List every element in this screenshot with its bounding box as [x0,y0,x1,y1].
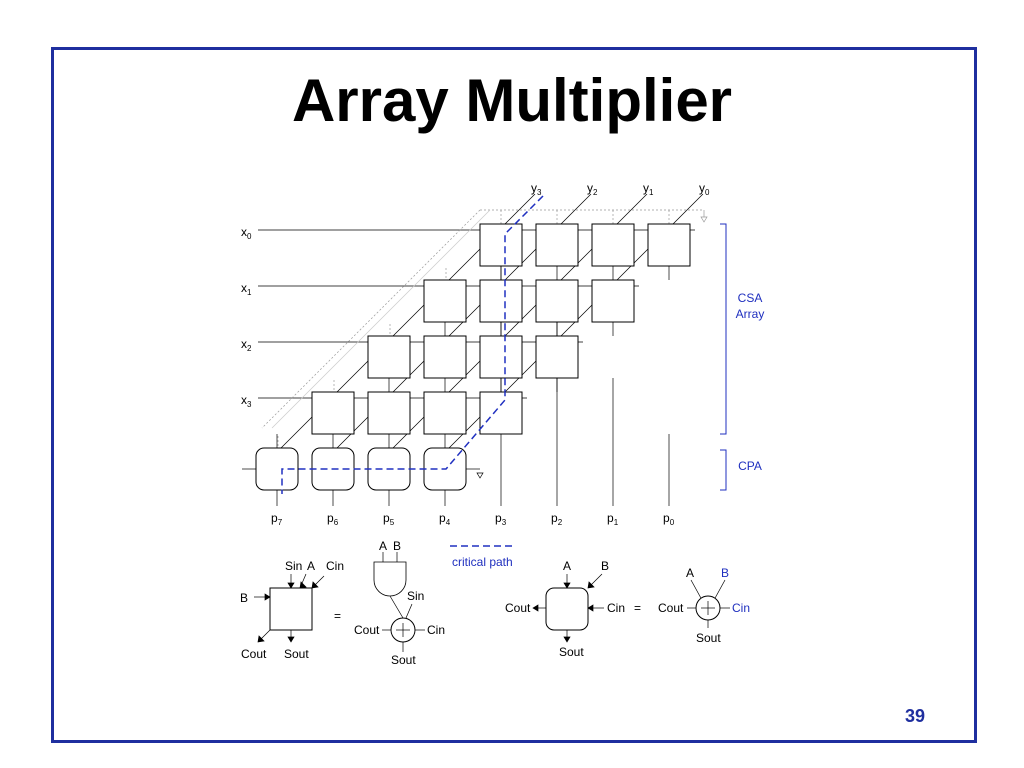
p-output-label-0: p7 [271,511,283,527]
legend-csa-cell [269,587,313,631]
legend-adder-sin-wire [405,603,413,619]
legend-csa-gate-a: A [379,539,387,553]
legend-csa-b: B [240,591,248,605]
legend-cpa-equals: = [634,601,641,615]
legend-cpa-cin-arrow [587,604,594,612]
legend-csa-adder-cout: Cout [354,623,380,637]
legend-csa-sout: Sout [284,647,309,661]
page-number: 39 [905,706,926,726]
legend-csa-sin-arrow [287,582,295,589]
legend-csa-cout: Cout [241,647,267,661]
x-input-label-2: x2 [241,337,252,353]
csa-cell [423,391,467,435]
x-input-label-3: x3 [241,393,252,409]
critical-path-legend-label: critical path [452,555,513,569]
legend-csa-cin: Cin [326,559,344,573]
legend-csa-cout-arrow [257,635,265,643]
x-input-label-1: x1 [241,281,252,297]
legend-cpa-b: B [601,559,609,573]
legend-csa-equals: = [334,609,341,623]
cells-layer [255,223,691,491]
csa-cell [367,335,411,379]
p-output-label-7: p0 [663,511,675,527]
legend-cpa-sout: Sout [559,645,584,659]
csa-cell [479,335,523,379]
y-input-label-2: y1 [643,181,654,197]
legend-cpa-adder-b: B [721,566,729,580]
critical-path-layer [281,195,544,494]
labels-layer: x0 x1 x2 x3 y3 y2 y1 y0 p7 p6 p5 p4 p3 p2 p1 p0 CSA Array… [241,181,764,527]
legend-csa-a-arrow [299,581,307,589]
p-output-label-4: p3 [495,511,507,527]
y-input-label-3: y0 [699,181,710,197]
p-output-label-3: p4 [439,511,451,527]
legend-cpa-b-arrow [587,581,595,589]
csa-cell [311,391,355,435]
csa-cell [591,223,635,267]
legend-cpa-sout-arrow [563,636,571,643]
csa-label-line2: Array [736,307,765,321]
legend-cpa-adder-a: A [686,566,694,580]
y-input-label-1: y2 [587,181,598,197]
csa-cell [423,335,467,379]
legend-csa-adder-cin: Cin [427,623,445,637]
dotted-top-arrow [700,216,708,223]
csa-cell [479,391,523,435]
csa-cell [535,335,579,379]
legend-cpa-cout-arrow [532,604,539,612]
csa-cell [479,223,523,267]
dotted-left-diag2 [271,209,491,429]
csa-cell [367,391,411,435]
p-output-label-1: p6 [327,511,339,527]
legend-cpa-a: A [563,559,571,573]
cpa-label: CPA [738,459,762,473]
legend-gate-out-wire [389,595,404,619]
legend-csa-adder-sin: Sin [407,589,424,603]
legend-csa-sin: Sin [285,559,302,573]
legend-cpa-a-arrow [563,582,571,589]
legend-csa-sout-arrow [287,636,295,643]
legend-csa-b-arrow [264,593,271,601]
legend-cpa-adder-cin: Cin [732,601,750,615]
legend-cpa-cin: Cin [607,601,625,615]
legend-cpa-adder-b-wire [713,579,726,601]
p-output-label-6: p1 [607,511,619,527]
legend-cpa-adder-sout: Sout [696,631,721,645]
p-output-label-5: p2 [551,511,563,527]
csa-cell [479,279,523,323]
cpa-carry-arrow [476,472,484,479]
x-input-label-0: x0 [241,225,252,241]
legend-csa-cin-arrow [311,581,319,589]
csa-cell [423,279,467,323]
csa-cell [535,279,579,323]
cpa-bracket [720,449,727,491]
slide-title: Array Multiplier [291,67,733,134]
csa-bracket [720,223,727,435]
dotted-left-diag [261,209,481,429]
csa-cell [647,223,691,267]
csa-cell [591,279,635,323]
legend-csa-adder-sout: Sout [391,653,416,667]
cpa-cell [255,447,299,491]
legend-cpa-cout: Cout [505,601,531,615]
legend-cpa-adder-cout: Cout [658,601,684,615]
legend-cpa-cell [545,587,589,631]
legend-csa-a: A [307,559,315,573]
y-input-label-0: y3 [531,181,542,197]
csa-label-line1: CSA [738,291,763,305]
slide-frame [51,47,977,743]
legend-cpa-adder-a-wire [690,579,703,601]
csa-cell [535,223,579,267]
p-output-label-2: p5 [383,511,395,527]
legend-and-gate [373,561,407,597]
critical-path-line [281,195,544,494]
legend-csa-gate-b: B [393,539,401,553]
